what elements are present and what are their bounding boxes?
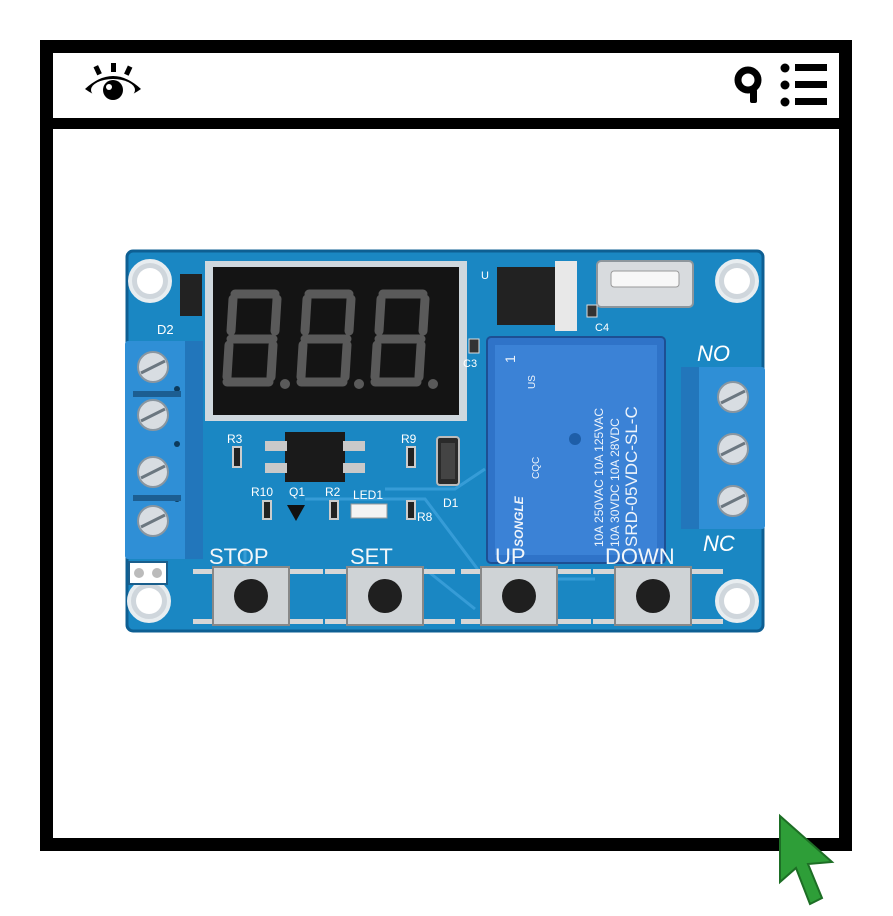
relay-us: US [527, 375, 538, 389]
push-buttons [193, 566, 723, 626]
relay-rating-1: 10A 250VAC 10A 125VAC [592, 408, 606, 547]
left-terminal-block [125, 341, 203, 559]
silk-d2: D2 [157, 322, 174, 337]
mounting-holes [127, 259, 759, 623]
browser-window: D2 [40, 40, 852, 851]
button-set-label: SET [350, 544, 393, 569]
silk-c3: C3 [463, 358, 477, 370]
relay-module: SONGLE SRD-05VDC-SL-C 10A 250VAC 10A 125… [486, 336, 666, 564]
content-area: D2 [53, 129, 839, 838]
relay-rating-2: 10A 30VDC 10A 28VDC [608, 418, 622, 547]
silk-r10: R10 [251, 485, 273, 499]
silk-d1: D1 [443, 496, 459, 510]
silk-u: U [481, 270, 489, 282]
eye-icon[interactable] [81, 63, 145, 107]
silk-led1: LED1 [353, 488, 383, 502]
relay-number: 1 [502, 355, 518, 363]
button-down-label: DOWN [605, 544, 675, 569]
silk-r3: R3 [227, 432, 243, 446]
button-stop-label: STOP [209, 544, 269, 569]
silk-r2: R2 [325, 485, 341, 499]
silk-c4: C4 [595, 322, 609, 334]
terminal-no-label: NO [697, 341, 730, 366]
right-terminal-block [681, 367, 765, 529]
seven-segment-display [205, 261, 467, 421]
ic-chip [285, 432, 345, 482]
silk-q1: Q1 [289, 485, 305, 499]
button-up-label: UP [495, 544, 526, 569]
relay-model: SRD-05VDC-SL-C [622, 406, 641, 547]
silk-r8: R8 [417, 510, 433, 524]
relay-brand: SONGLE [512, 495, 526, 547]
cursor-arrow-icon [779, 813, 835, 906]
silk-r9: R9 [401, 432, 417, 446]
terminal-nc-label: NC [703, 531, 735, 556]
search-icon[interactable] [733, 63, 767, 107]
list-menu-icon[interactable] [779, 61, 831, 109]
title-bar [53, 53, 839, 129]
relay-cqc: CQC [531, 457, 542, 479]
relay-timer-board-image: D2 [125, 249, 765, 633]
